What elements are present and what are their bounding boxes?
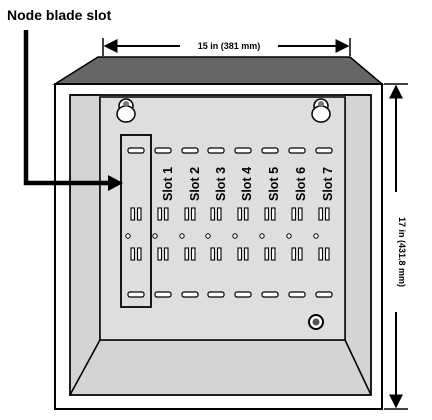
bottom-rail-4 <box>207 291 225 298</box>
slot-4-label: Slot 4 <box>240 167 254 201</box>
back-panel <box>99 96 346 341</box>
latch-6-1b <box>270 207 276 221</box>
latch-4-2a <box>210 247 216 261</box>
latch-7-1a <box>291 207 297 221</box>
bottom-rail-1 <box>127 291 145 298</box>
screw-hole-5 <box>232 233 238 239</box>
top-rail-2 <box>154 147 172 154</box>
top-rail-1 <box>127 147 145 154</box>
latch-6-1a <box>264 207 270 221</box>
latch-1-1b <box>136 207 142 221</box>
latch-2-2b <box>163 247 169 261</box>
height-dimension: 17 in (431.8 mm) <box>384 83 408 410</box>
latch-7-1b <box>297 207 303 221</box>
screw-hole-4 <box>205 233 211 239</box>
latch-8-2b <box>324 247 330 261</box>
screw-hole-8 <box>313 233 319 239</box>
slot-5-label: Slot 5 <box>267 167 281 201</box>
latch-6-2b <box>270 247 276 261</box>
top-rail-3 <box>181 147 199 154</box>
keyhole-left-icon <box>116 98 136 123</box>
bottom-rail-7 <box>288 291 306 298</box>
top-rail-8 <box>315 147 333 154</box>
latch-8-1b <box>324 207 330 221</box>
top-rail-4 <box>207 147 225 154</box>
slot-3-label: Slot 3 <box>214 167 228 201</box>
slot-2-label: Slot 2 <box>188 167 202 201</box>
slot-1-label: Slot 1 <box>161 167 175 201</box>
latch-4-1b <box>216 207 222 221</box>
node-blade-slot-highlight <box>120 134 152 308</box>
latch-3-1b <box>190 207 196 221</box>
latch-3-1a <box>184 207 190 221</box>
screw-hole-7 <box>286 233 292 239</box>
latch-2-2a <box>157 247 163 261</box>
enclosure: Slot 1 Slot 2 Slot 3 Slot 4 Slot 5 Slot … <box>52 56 385 410</box>
top-rail-6 <box>261 147 279 154</box>
screw-hole-2 <box>152 233 158 239</box>
latch-5-2b <box>243 247 249 261</box>
callout-arrow <box>23 30 123 191</box>
latch-2-1a <box>157 207 163 221</box>
latch-5-1b <box>243 207 249 221</box>
screw-hole-1 <box>125 233 131 239</box>
top-rail-5 <box>234 147 252 154</box>
latch-4-2b <box>216 247 222 261</box>
latch-2-1b <box>163 207 169 221</box>
floor <box>68 339 373 396</box>
bottom-rail-2 <box>154 291 172 298</box>
latch-8-2a <box>318 247 324 261</box>
bottom-rail-5 <box>234 291 252 298</box>
bottom-rail-8 <box>315 291 333 298</box>
latch-3-2a <box>184 247 190 261</box>
top-panel <box>52 56 385 85</box>
latch-1-2a <box>130 247 136 261</box>
latch-5-2a <box>237 247 243 261</box>
top-rail-7 <box>288 147 306 154</box>
slot-labels: Slot 1 Slot 2 Slot 3 Slot 4 Slot 5 Slot … <box>161 167 335 201</box>
latch-1-2b <box>136 247 142 261</box>
latch-4-1a <box>210 207 216 221</box>
slot-6-label: Slot 6 <box>294 167 308 201</box>
latch-6-2a <box>264 247 270 261</box>
latch-1-1a <box>130 207 136 221</box>
screw-hole-6 <box>259 233 265 239</box>
height-label: 17 in (431.8 mm) <box>397 217 407 287</box>
latch-7-2b <box>297 247 303 261</box>
slot-hardware <box>125 147 333 298</box>
latch-3-2b <box>190 247 196 261</box>
screw-hole-3 <box>179 233 185 239</box>
latch-8-1a <box>318 207 324 221</box>
keyhole-right-icon <box>311 98 331 123</box>
width-label: 15 in (381 mm) <box>198 41 261 51</box>
latch-5-1a <box>237 207 243 221</box>
cable-grommet-icon <box>308 314 324 330</box>
callout-label: Node blade slot <box>7 7 112 23</box>
bottom-rail-3 <box>181 291 199 298</box>
latch-7-2a <box>291 247 297 261</box>
bottom-rail-6 <box>261 291 279 298</box>
width-dimension: 15 in (381 mm) <box>102 38 351 56</box>
slot-7-label: Slot 7 <box>321 167 335 201</box>
